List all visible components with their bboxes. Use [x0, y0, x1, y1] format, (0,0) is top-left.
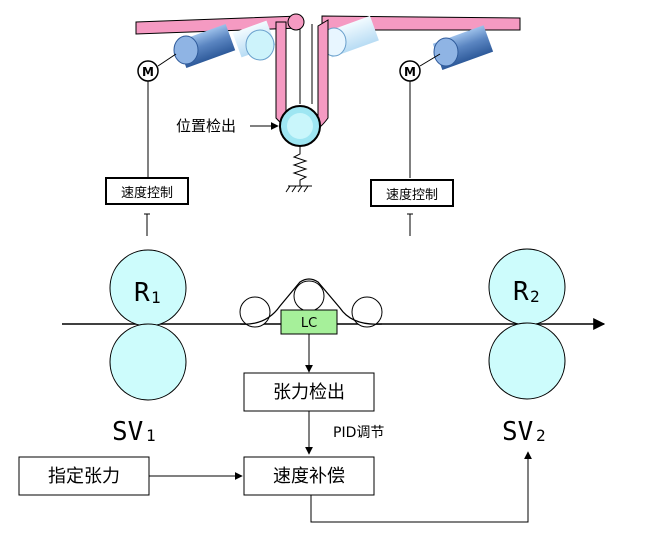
- svg-text:M: M: [404, 65, 416, 79]
- svg-text:指定张力: 指定张力: [48, 466, 120, 487]
- svg-text:SV: SV: [502, 417, 533, 447]
- motor-right-icon: M: [399, 53, 441, 82]
- set-tension-box: 指定张力: [18, 456, 150, 496]
- roll-r1: R 1: [109, 249, 187, 401]
- feedback-path: [310, 451, 532, 523]
- guide-roller-right: [432, 25, 494, 71]
- svg-text:R: R: [134, 278, 150, 308]
- svg-text:速度控制: 速度控制: [386, 187, 438, 203]
- motor-left-icon: M: [137, 53, 177, 82]
- svg-text:2: 2: [530, 287, 540, 306]
- svg-text:1: 1: [151, 288, 161, 307]
- position-detect-label: 位置检出: [176, 117, 236, 135]
- svg-text:速度补偿: 速度补偿: [273, 466, 345, 487]
- ground-icon: [285, 185, 312, 193]
- dancer-top-roller: [287, 13, 305, 31]
- svg-text:M: M: [142, 65, 154, 79]
- pid-label: PID调节: [333, 425, 384, 441]
- svg-text:张力检出: 张力检出: [273, 382, 345, 403]
- svg-text:SV: SV: [112, 417, 143, 447]
- speed-compensation-box: 速度补偿: [243, 456, 375, 496]
- top-web-assembly: 位置检出 M M 速度控制 速度控制: [105, 13, 521, 236]
- sv1-label: SV 1: [112, 417, 156, 447]
- svg-text:1: 1: [146, 426, 156, 445]
- guide-roller-left: [173, 23, 236, 69]
- svg-text:2: 2: [536, 426, 546, 445]
- lc-box: LC: [280, 309, 338, 335]
- svg-text:速度控制: 速度控制: [121, 185, 173, 201]
- dancer-roller: [279, 105, 321, 147]
- roll-r2: R 2: [488, 248, 566, 400]
- svg-text:LC: LC: [301, 316, 317, 331]
- speed-control-left-box: 速度控制: [105, 177, 189, 205]
- dancer-spring: [292, 146, 308, 186]
- guide-roller-left-light: [232, 20, 276, 61]
- load-cell-rollers: [239, 278, 383, 328]
- speed-control-right-box: 速度控制: [370, 179, 454, 207]
- sv2-label: SV 2: [502, 417, 546, 447]
- svg-text:R: R: [513, 277, 529, 307]
- tension-detect-box: 张力检出: [243, 372, 375, 412]
